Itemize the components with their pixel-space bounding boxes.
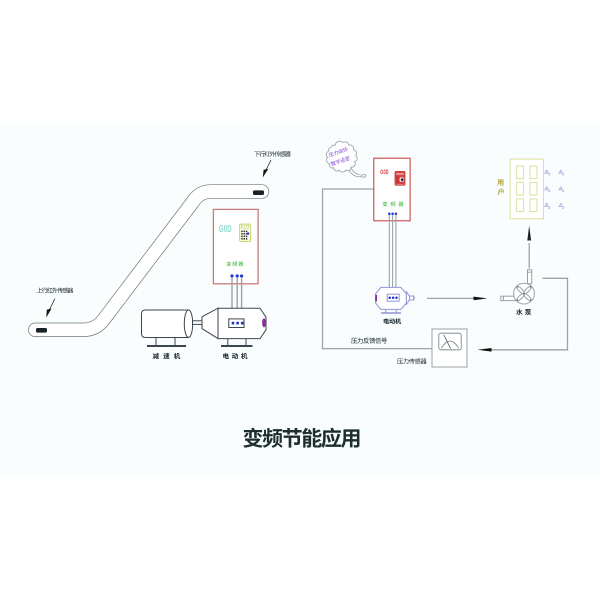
svg-text:G0D: G0D bbox=[380, 169, 388, 176]
svg-text:G0D: G0D bbox=[219, 222, 232, 234]
